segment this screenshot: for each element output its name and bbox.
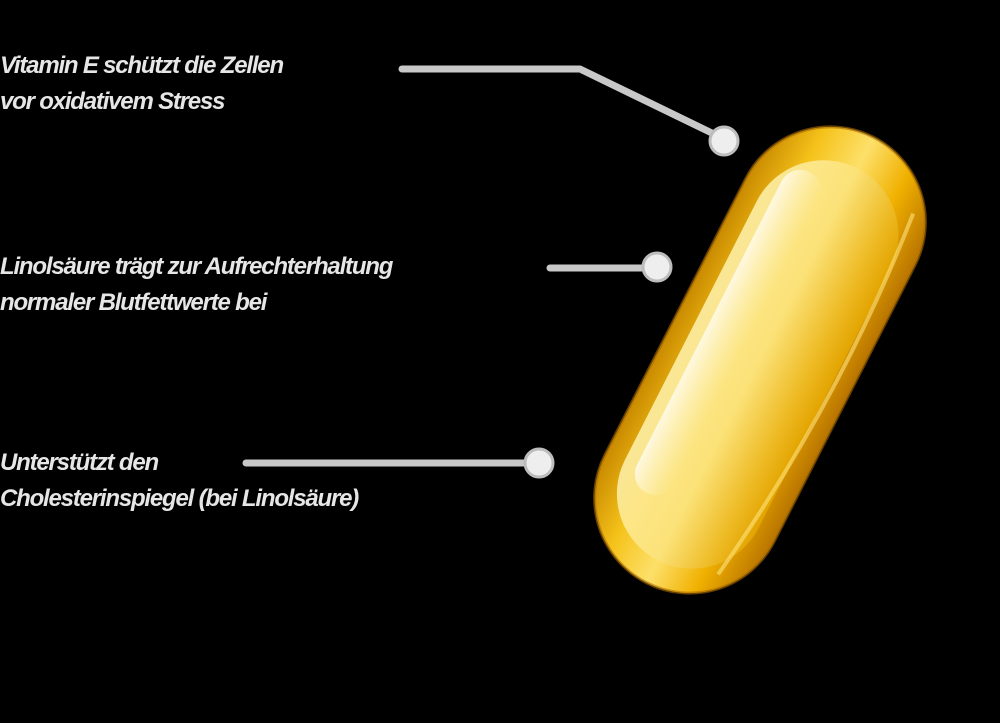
callout-text-line2: normaler Blutfettwerte bei [0,289,267,316]
callout-linolsaeure: Linolsäure trägt zur Aufrechterhaltung n… [0,249,393,321]
connector-vitamin-e [398,65,740,157]
connector-linolsaeure [546,251,673,283]
callout-text-line1: Linolsäure trägt zur Aufrechterhaltung [0,253,393,280]
callout-vitamin-e: Vitamin E schützt die Zellen vor oxidati… [0,48,284,120]
callout-text-line2: vor oxidativem Stress [0,88,225,115]
callout-cholesterin: Unterstützt den Cholesterinspiegel (bei … [0,445,359,517]
connector-dot-icon [641,251,673,283]
callout-text-line2: Cholesterinspiegel (bei Linolsäure) [0,485,359,512]
connector-cholesterin [242,447,555,479]
connector-dot-icon [523,447,555,479]
callout-text-line1: Unterstützt den [0,449,159,476]
callout-text-line1: Vitamin E schützt die Zellen [0,52,284,79]
softgel-capsule [593,125,927,595]
connector-dot-icon [708,125,740,157]
